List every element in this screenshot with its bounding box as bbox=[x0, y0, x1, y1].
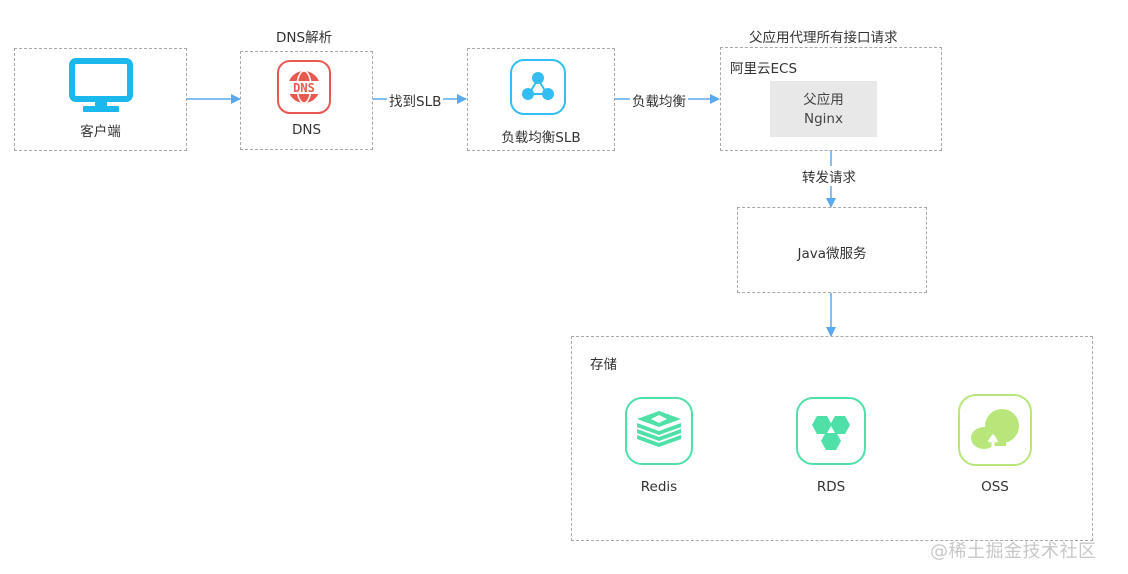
monitor-icon bbox=[69, 58, 133, 112]
redis-label: Redis bbox=[640, 479, 678, 495]
ecs-node: 阿里云ECS 父应用 Nginx bbox=[720, 47, 942, 151]
nginx-line1: 父应用 bbox=[803, 92, 844, 108]
dns-icon: DNS bbox=[277, 60, 331, 114]
java-node: Java微服务 bbox=[737, 207, 927, 293]
dns-node: DNS DNS bbox=[240, 51, 373, 150]
ecs-label: 阿里云ECS bbox=[730, 61, 798, 77]
load-balancer-icon bbox=[510, 59, 566, 115]
java-label: Java微服务 bbox=[797, 246, 867, 262]
watermark: @稀土掘金技术社区 bbox=[930, 541, 1097, 562]
client-label: 客户端 bbox=[80, 124, 121, 140]
oss-icon bbox=[958, 394, 1032, 466]
ecs-title: 父应用代理所有接口请求 bbox=[749, 30, 898, 46]
dns-label: DNS bbox=[291, 122, 322, 138]
edge-label-forward: 转发请求 bbox=[800, 166, 858, 186]
nginx-parent-app: 父应用 Nginx bbox=[770, 81, 877, 137]
dns-title: DNS解析 bbox=[276, 30, 333, 46]
svg-text:DNS: DNS bbox=[293, 81, 315, 95]
nginx-line2: Nginx bbox=[804, 111, 843, 127]
storage-group: 存储 Redis RDS OSS bbox=[571, 336, 1093, 541]
rds-icon bbox=[796, 397, 866, 465]
edge-label-load-balance: 负载均衡 bbox=[630, 90, 688, 110]
edge-label-find-slb: 找到SLB bbox=[387, 90, 444, 110]
slb-label: 负载均衡SLB bbox=[501, 130, 581, 146]
slb-node: 负载均衡SLB bbox=[467, 48, 615, 151]
redis-icon bbox=[625, 397, 693, 465]
client-node: 客户端 bbox=[14, 48, 187, 151]
storage-label: 存储 bbox=[590, 357, 617, 373]
rds-label: RDS bbox=[816, 479, 846, 495]
oss-label: OSS bbox=[981, 479, 1009, 495]
